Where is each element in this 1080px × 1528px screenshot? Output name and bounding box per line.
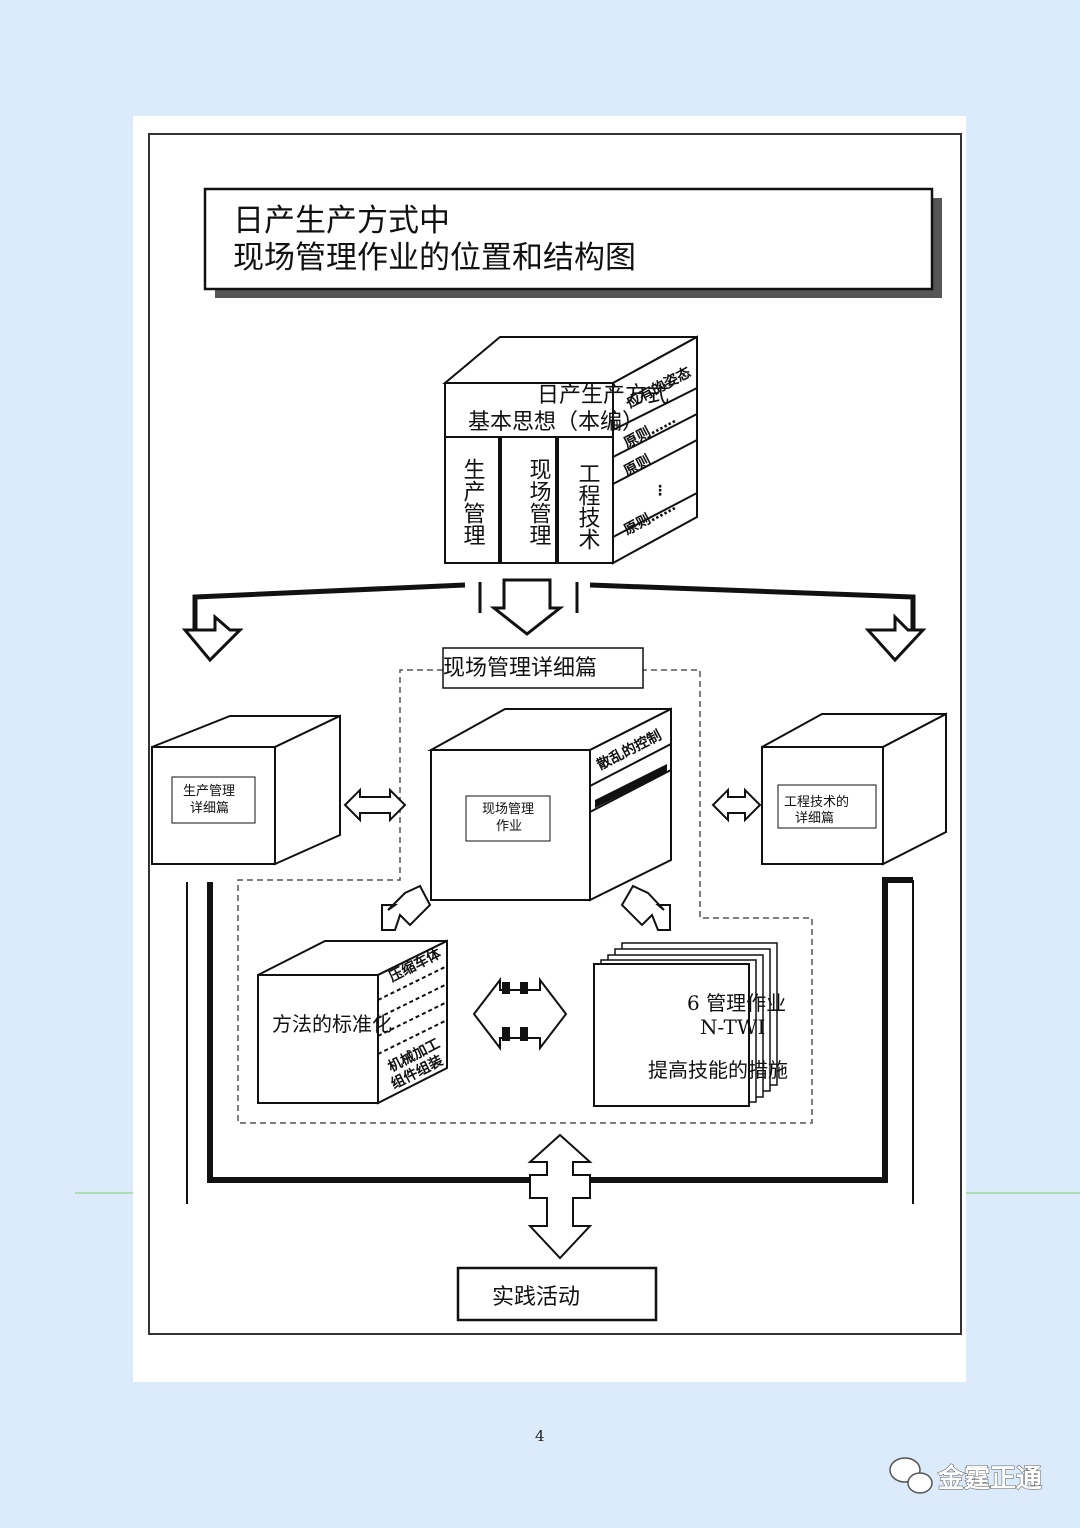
right-cube-line1: 工程技术的 xyxy=(784,794,849,810)
left-cube xyxy=(151,714,341,866)
detail-section-label: 现场管理详细篇 xyxy=(443,656,597,681)
top-cube-front-line2: 基本思想（本编） xyxy=(468,410,644,435)
wechat-icon xyxy=(889,1457,933,1494)
watermark-text: 金霆正通 xyxy=(937,1463,1042,1494)
detail-section-box xyxy=(442,647,644,689)
top-cube-column-3: 工程技术 xyxy=(575,462,601,550)
practice-label: 实践活动 xyxy=(492,1285,580,1310)
title-line2: 现场管理作业的位置和结构图 xyxy=(233,240,636,276)
right-cube xyxy=(761,712,947,866)
right-link-arrow xyxy=(711,787,762,823)
top-cube xyxy=(442,335,698,565)
center-cube-line2: 作业 xyxy=(496,819,522,834)
detail-section-frame xyxy=(237,669,813,1124)
stack-line3: 提高技能的措施 xyxy=(648,1058,788,1082)
center-cube-line1: 现场管理 xyxy=(482,802,534,817)
top-cube-ellipsis: ⋮ xyxy=(653,483,667,499)
center-cube-side-band xyxy=(595,764,667,808)
right-cube-line2: 详细篇 xyxy=(795,811,834,826)
top-cube-front-line1: 日产生产方式 xyxy=(537,383,669,408)
top-cube-column-2: 现场管理 xyxy=(526,458,552,546)
title-line1: 日产生产方式中 xyxy=(233,203,450,239)
method-cube xyxy=(257,939,448,1105)
method-stack-arrow xyxy=(472,977,568,1051)
title-box: 日产生产方式中 现场管理作业的位置和结构图 xyxy=(203,187,942,298)
left-link-arrow xyxy=(343,787,407,823)
pages-stack xyxy=(593,942,778,1107)
center-cube xyxy=(427,707,672,902)
page-number: 4 xyxy=(535,1427,545,1445)
method-cube-front: 方法的标准化 xyxy=(272,1012,392,1036)
center-down-right-arrow xyxy=(620,884,671,931)
center-down-left-arrow xyxy=(381,884,432,931)
stack-line2: N-TWI xyxy=(700,1015,765,1039)
top-split-arrows xyxy=(181,578,927,663)
outer-bracket xyxy=(186,877,914,1204)
practice-box xyxy=(456,1266,658,1322)
left-cube-line2: 详细篇 xyxy=(190,801,229,816)
practice-arrow xyxy=(527,1133,593,1260)
page-border xyxy=(148,133,962,1335)
stack-line1: 6 管理作业 xyxy=(687,991,786,1015)
left-cube-line1: 生产管理 xyxy=(183,784,235,799)
top-cube-column-1: 生产管理 xyxy=(460,458,486,546)
